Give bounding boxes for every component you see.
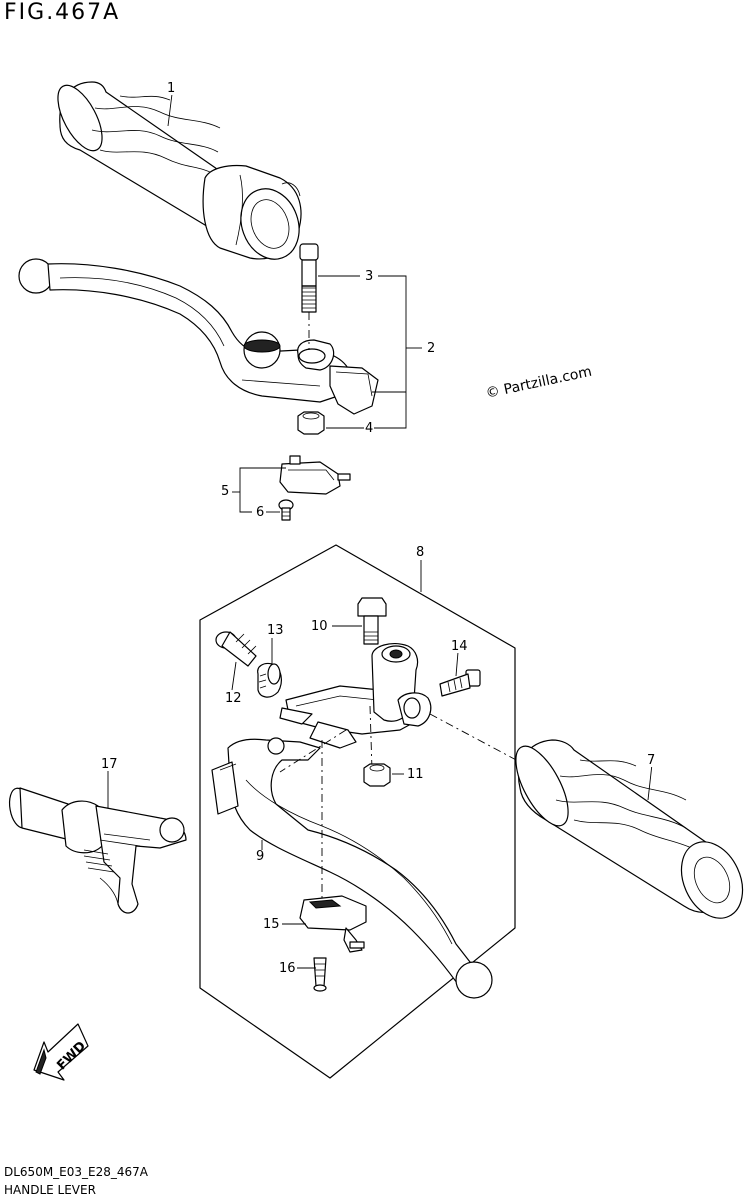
part-8-clutch-lever-assembly-outline	[199, 544, 516, 1079]
part-5-brake-switch[interactable]	[279, 455, 351, 495]
callout-6[interactable]: 6	[255, 505, 266, 520]
callout-13[interactable]: 13	[266, 623, 285, 638]
leader-lines	[107, 93, 653, 969]
part-3-pivot-bolt[interactable]	[299, 243, 319, 350]
callout-3[interactable]: 3	[364, 269, 375, 284]
part-9-clutch-lever[interactable]	[211, 737, 493, 999]
callout-17[interactable]: 17	[100, 757, 119, 772]
callout-15[interactable]: 15	[262, 917, 281, 932]
part-16-screw[interactable]	[313, 957, 327, 992]
part-17-cable-guide[interactable]	[7, 787, 187, 914]
part-15-clutch-switch[interactable]	[299, 895, 367, 953]
footer-code: DL650M_E03_E28_467A	[4, 1165, 148, 1179]
part-6-screw[interactable]	[278, 499, 294, 521]
fwd-arrow-icon	[33, 1023, 89, 1081]
fwd-label-graphic: FWD	[54, 1039, 89, 1074]
fwd-label: FWD	[54, 1039, 89, 1074]
footer-name: HANDLE LEVER	[4, 1183, 96, 1197]
callout-9[interactable]: 9	[255, 849, 266, 864]
callout-7[interactable]: 7	[646, 753, 657, 768]
callout-12[interactable]: 12	[224, 691, 243, 706]
part-13-washer[interactable]	[257, 662, 282, 698]
callout-5[interactable]: 5	[220, 484, 231, 499]
callout-4[interactable]: 4	[364, 421, 375, 436]
part-14-screw[interactable]	[439, 669, 481, 697]
part-2-brake-lever[interactable]	[18, 258, 379, 415]
clutch-perch-bracket[interactable]	[279, 643, 521, 900]
callout-2[interactable]: 2	[426, 341, 437, 356]
callout-16[interactable]: 16	[278, 961, 297, 976]
callout-10[interactable]: 10	[310, 619, 329, 634]
part-10-bolt[interactable]	[357, 597, 387, 645]
callout-8[interactable]: 8	[415, 545, 426, 560]
part-11-nut[interactable]	[363, 763, 391, 787]
part-4-nut[interactable]	[297, 411, 325, 435]
part-1-grip-right[interactable]	[49, 79, 309, 268]
callout-14[interactable]: 14	[450, 639, 469, 654]
part-7-grip-left[interactable]	[505, 739, 747, 928]
part-12-bolt[interactable]	[215, 631, 257, 667]
callout-1[interactable]: 1	[166, 81, 177, 96]
figure-title: FIG.467A	[4, 0, 121, 25]
callout-11[interactable]: 11	[406, 767, 425, 782]
